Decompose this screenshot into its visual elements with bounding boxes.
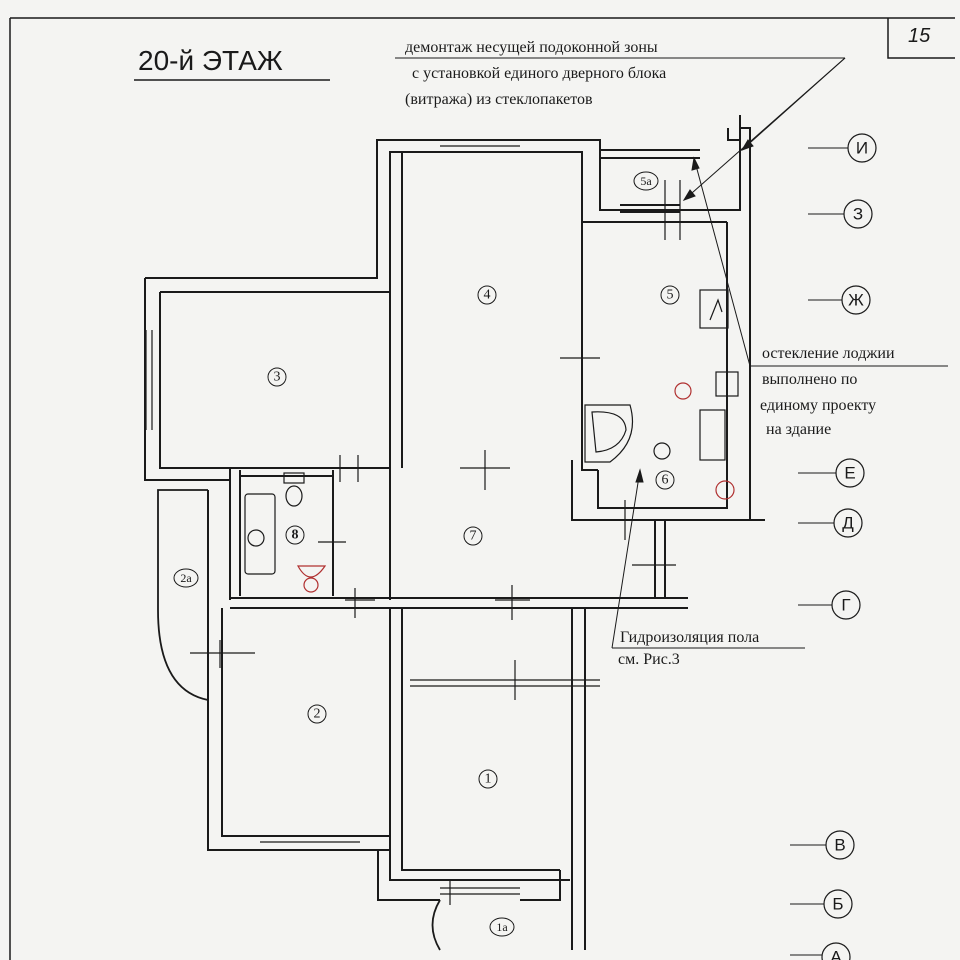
svg-text:Г: Г (841, 596, 850, 615)
loggia-glazing-leader (691, 156, 751, 367)
grid-axis-a: А (790, 942, 851, 960)
svg-text:6: 6 (662, 473, 669, 488)
svg-text:8: 8 (292, 528, 299, 543)
svg-text:Д: Д (842, 514, 854, 533)
grid-axis-i: И (808, 133, 877, 163)
demolition-leaders (682, 57, 846, 201)
grid-axis-v: В (790, 830, 855, 860)
svg-text:2а: 2а (180, 571, 192, 585)
room-marker-1: 1 (478, 769, 498, 789)
grid-axis-zh: Ж (808, 285, 871, 315)
svg-text:остекление лоджии: остекление лоджии (762, 345, 895, 362)
svg-text:5а: 5а (640, 174, 652, 188)
svg-text:А: А (830, 948, 842, 960)
room-marker-5: 5 (660, 285, 680, 305)
svg-text:4: 4 (484, 288, 491, 303)
room-marker-8: 8 (285, 525, 305, 545)
svg-text:Гидроизоляция пола: Гидроизоляция пола (620, 629, 759, 646)
room-marker-3: 3 (267, 367, 287, 387)
svg-text:3: 3 (274, 370, 281, 385)
room-marker-1a: 1а (489, 917, 515, 937)
svg-text:И: И (856, 139, 868, 158)
waterproofing-note: Гидроизоляция пола см. Рис.3 (612, 629, 805, 668)
svg-text:демонтаж несущей подоконной зо: демонтаж несущей подоконной зоны (405, 39, 658, 56)
demolition-note: демонтаж несущей подоконной зоны с устан… (395, 39, 845, 108)
walls-outer (144, 115, 765, 950)
grid-axis-z: З (808, 199, 873, 229)
grid-axis-b: Б (790, 889, 853, 919)
page-number: 15 (908, 25, 931, 47)
svg-text:см. Рис.3: см. Рис.3 (618, 651, 680, 668)
waterproofing-leader (611, 468, 644, 649)
svg-text:на здание: на здание (766, 421, 831, 438)
svg-text:2: 2 (314, 707, 321, 722)
svg-text:единому проекту: единому проекту (760, 397, 876, 414)
grid-axis-g: Г (798, 590, 861, 620)
svg-text:Б: Б (832, 895, 843, 914)
svg-text:Ж: Ж (848, 291, 864, 310)
page-title: 20-й ЭТАЖ (138, 45, 283, 76)
room-marker-6: 6 (655, 470, 675, 490)
svg-text:1: 1 (485, 772, 492, 787)
loggia-curves (157, 489, 441, 951)
svg-text:выполнено по: выполнено по (762, 371, 857, 388)
grid-axis-d: Д (798, 508, 863, 538)
room-marker-2: 2 (307, 704, 327, 724)
svg-text:З: З (853, 205, 863, 224)
bathroom-fixtures (244, 289, 739, 593)
window-marks (145, 139, 600, 895)
loggia-glazing-note: остекление лоджии выполнено по единому п… (750, 345, 948, 438)
room-marker-2a: 2а (173, 568, 199, 588)
room-marker-5a: 5а (633, 171, 659, 191)
svg-text:В: В (834, 836, 845, 855)
grid-axis-e: Е (798, 458, 865, 488)
room-marker-4: 4 (477, 285, 497, 305)
svg-text:1а: 1а (496, 920, 508, 934)
room-marker-7: 7 (463, 526, 483, 546)
svg-text:(витража) из стеклопакетов: (витража) из стеклопакетов (405, 91, 593, 108)
sheet-frame (9, 17, 955, 960)
svg-text:с установкой единого дверного: с установкой единого дверного блока (412, 65, 666, 82)
svg-text:5: 5 (667, 288, 674, 303)
svg-text:7: 7 (470, 529, 477, 544)
svg-text:Е: Е (844, 464, 855, 483)
door-ticks (190, 180, 681, 905)
